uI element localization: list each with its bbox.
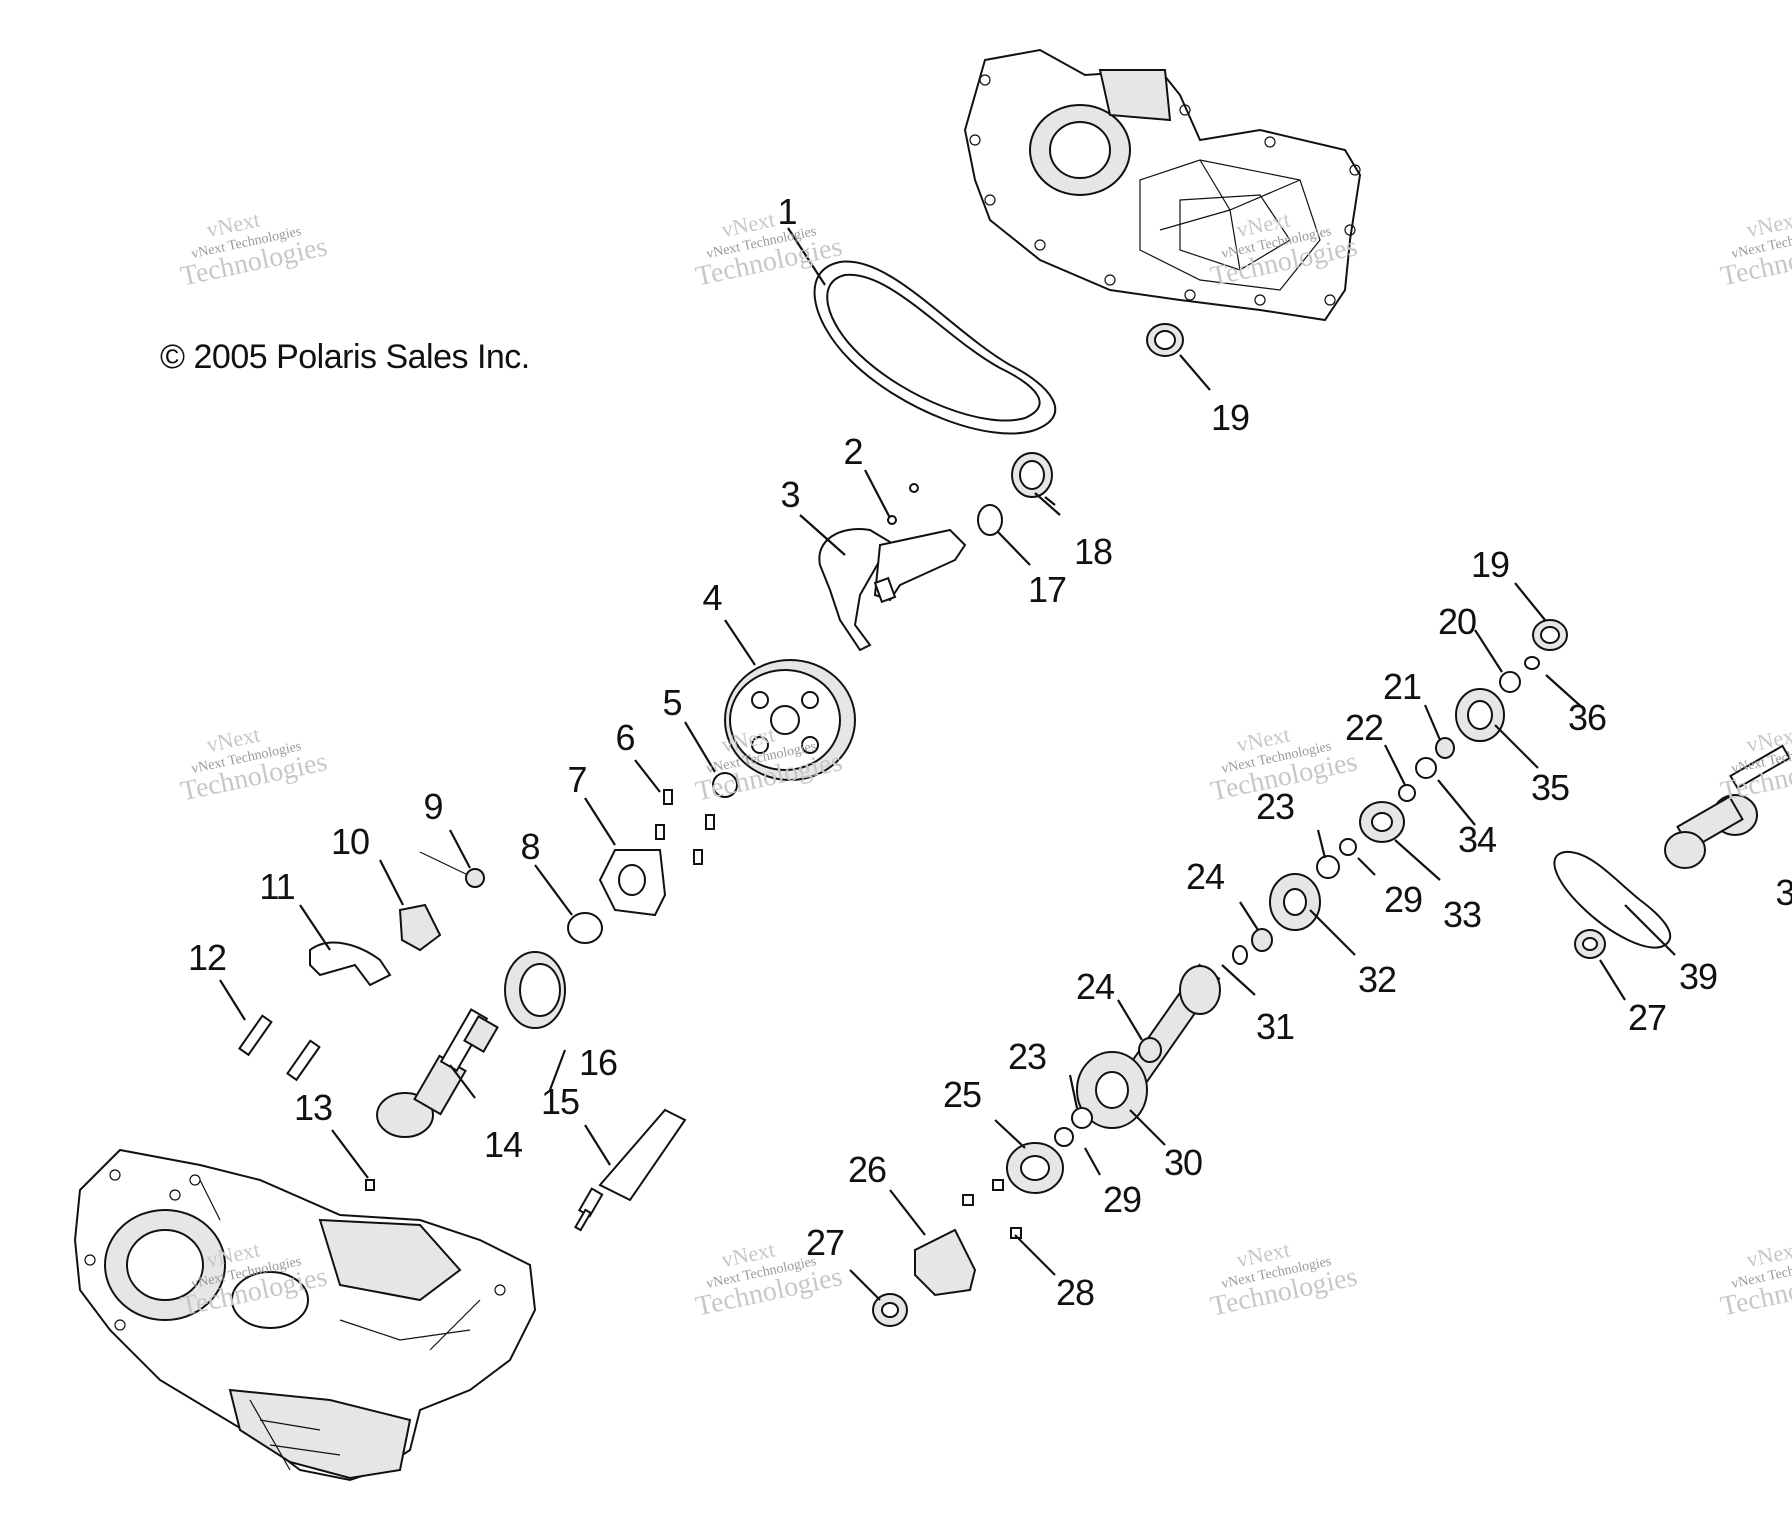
callout-29-right[interactable]: 29 (1383, 879, 1423, 920)
bolt-25a (992, 1179, 1004, 1191)
main-housing (73, 1148, 537, 1482)
callout-18[interactable]: 18 (1073, 531, 1113, 572)
ring-29-lower (1054, 1127, 1074, 1147)
ring-29-right (1339, 838, 1357, 856)
callout-8[interactable]: 8 (520, 826, 540, 867)
callout-1[interactable]: 1 (777, 191, 797, 232)
callout-32[interactable]: 32 (1357, 959, 1397, 1000)
hub-25 (1006, 1142, 1064, 1194)
countershaft (1123, 945, 1248, 1087)
hub-33 (1359, 801, 1405, 843)
shift-fork (818, 528, 967, 652)
output-shaft (376, 1008, 499, 1138)
callout-23-lower[interactable]: 23 (1007, 1036, 1047, 1077)
gearcase-cover (963, 48, 1362, 322)
gear-32 (1269, 873, 1321, 931)
callout-24-lower[interactable]: 24 (1075, 966, 1115, 1007)
callout-4[interactable]: 4 (702, 577, 722, 618)
callout-17[interactable]: 17 (1027, 569, 1067, 610)
washer-20 (1499, 671, 1521, 693)
copyright-notice: © 2005 Polaris Sales Inc. (160, 338, 530, 376)
callout-34[interactable]: 34 (1457, 819, 1497, 860)
gear-30 (1076, 1051, 1148, 1129)
callout-19-right[interactable]: 19 (1470, 544, 1510, 585)
callout-13[interactable]: 13 (293, 1087, 333, 1128)
callout-36[interactable]: 36 (1567, 697, 1607, 738)
callout-12[interactable]: 12 (187, 937, 227, 978)
callout-7[interactable]: 7 (567, 759, 587, 800)
spring-9 (419, 851, 485, 888)
callout-30[interactable]: 30 (1163, 1142, 1203, 1183)
callout-16[interactable]: 16 (578, 1042, 618, 1083)
ring-23-right (1316, 855, 1340, 879)
callout-39[interactable]: 39 (1678, 956, 1718, 997)
callout-5[interactable]: 5 (662, 682, 682, 723)
bearing-19-top (1146, 323, 1184, 357)
snap-ring-17 (977, 504, 1003, 536)
washer-36 (1524, 656, 1540, 670)
gear-small-18 (1011, 452, 1053, 498)
bolts-6 (655, 789, 715, 865)
callout-29-lower[interactable]: 29 (1102, 1179, 1142, 1220)
callout-27-lower[interactable]: 27 (805, 1222, 845, 1263)
ring-23-lower (1071, 1107, 1093, 1129)
plate-26 (914, 1228, 977, 1297)
driven-gear (724, 659, 856, 781)
ring-34 (1415, 757, 1437, 779)
pin (887, 483, 919, 525)
callout-19-top[interactable]: 19 (1210, 397, 1250, 438)
callout-27-right[interactable]: 27 (1627, 997, 1667, 1038)
callout-33[interactable]: 33 (1442, 894, 1482, 935)
lever-11 (309, 941, 392, 987)
callout-15[interactable]: 15 (540, 1081, 580, 1122)
input-shaft-right (1664, 744, 1791, 869)
callout-35[interactable]: 35 (1530, 767, 1570, 808)
callout-10[interactable]: 10 (330, 821, 370, 862)
callout-24-upper[interactable]: 24 (1185, 856, 1225, 897)
callout-21[interactable]: 21 (1382, 666, 1422, 707)
bearing-21 (1435, 737, 1455, 759)
detent-10 (398, 903, 442, 952)
bearing-27-right (1574, 929, 1606, 959)
pins-12 (238, 1014, 321, 1082)
bearing-16 (504, 951, 566, 1029)
callout-22[interactable]: 22 (1344, 707, 1384, 748)
callout-14[interactable]: 14 (483, 1124, 523, 1165)
gear-35 (1455, 688, 1505, 742)
screw-13 (365, 1179, 375, 1191)
bearing-27-lower (872, 1293, 908, 1327)
bolt-25b (962, 1194, 974, 1206)
o-ring-8 (567, 912, 603, 944)
ring-22 (1398, 784, 1416, 802)
bearing-24-lower (1138, 1037, 1162, 1063)
bearing-19-right (1532, 619, 1568, 651)
bolt-28 (1010, 1227, 1022, 1239)
callout-9[interactable]: 9 (423, 786, 443, 827)
callout-3-right[interactable]: 3 (1775, 872, 1792, 913)
bearing-24-upper (1251, 928, 1273, 952)
drive-belt (813, 260, 1057, 435)
callout-20[interactable]: 20 (1437, 601, 1477, 642)
callout-31[interactable]: 31 (1255, 1006, 1295, 1047)
callout-11[interactable]: 11 (259, 866, 295, 907)
shift-shaft (574, 1108, 687, 1232)
callout-6[interactable]: 6 (615, 717, 635, 758)
callout-3[interactable]: 3 (780, 474, 800, 515)
callout-28[interactable]: 28 (1055, 1272, 1095, 1313)
callout-23-right[interactable]: 23 (1255, 786, 1295, 827)
callout-25[interactable]: 25 (942, 1074, 982, 1115)
callout-2[interactable]: 2 (843, 431, 863, 472)
washer-5 (712, 772, 738, 798)
leader-lines (219, 227, 1676, 1301)
callout-26[interactable]: 26 (847, 1149, 887, 1190)
